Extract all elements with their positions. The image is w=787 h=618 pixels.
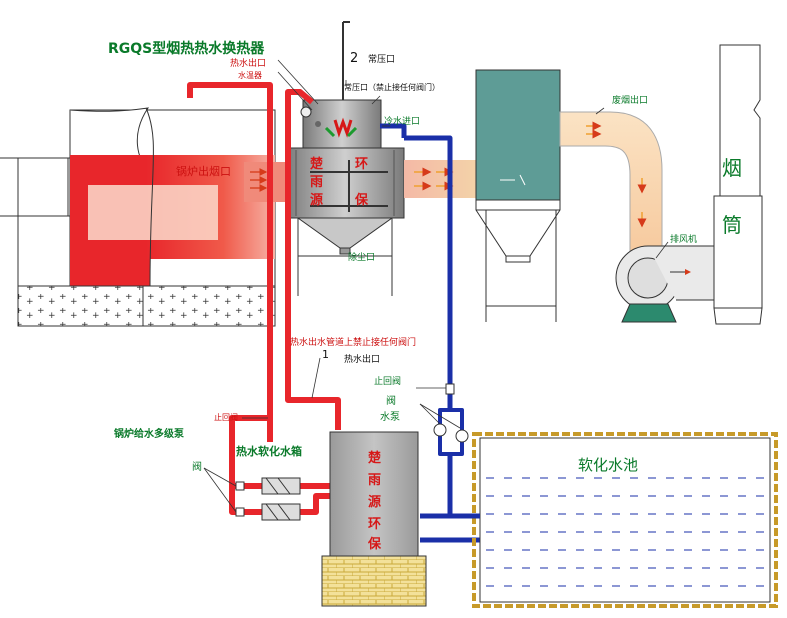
label-valve-left: 阀 — [192, 460, 202, 473]
label-check-valve-right: 止回阀 — [374, 375, 401, 387]
label-water-gauge: 水温器 — [238, 70, 262, 80]
label-pressure-warning: 常压口（禁止接任何阀门） — [344, 82, 440, 92]
chimney-char-1: 烟 — [722, 156, 742, 180]
chimney-label: 烟 筒 — [722, 156, 742, 237]
brand-hx-char-3: 源 — [310, 192, 323, 208]
exhaust-fan — [615, 245, 717, 323]
label-boiler-feed-pump: 锅炉给水多级泵 — [114, 427, 185, 440]
brand-tank-char-4: 环 — [368, 517, 381, 532]
label-check-valve-left: 止回阀 — [214, 412, 238, 422]
label-cold-water-in: 冷水进口 — [384, 115, 420, 127]
label-normal-pressure-port: 常压口 — [368, 53, 395, 65]
brand-tank-char-5: 保 — [367, 536, 382, 552]
label-hot-water-out-mid: 热水出口 — [344, 353, 380, 365]
label-water-pump: 水泵 — [380, 411, 400, 423]
heat-exchanger — [285, 99, 405, 296]
label-dust-out: 除尘口 — [348, 251, 375, 263]
brand-hx-char-5: 保 — [354, 192, 369, 208]
brand-tank-char-3: 源 — [368, 494, 381, 510]
boiler-feed-pumps — [235, 477, 301, 521]
chimney-char-2: 筒 — [722, 213, 742, 237]
flue-duct-mid — [404, 160, 476, 198]
boiler — [0, 107, 276, 327]
brand-hx-char-4: 环 — [355, 157, 368, 172]
label-fan: 排风机 — [670, 233, 697, 245]
soft-water-tank — [321, 431, 427, 607]
label-boiler-flue-out: 锅炉出烟口 — [176, 164, 231, 178]
exhaust-duct — [559, 111, 663, 271]
brand-tank-char-1: 楚 — [368, 450, 382, 466]
label-pipe-warning: 热水出水管道上禁止接任何阀门 — [290, 336, 416, 348]
brand-hx-char-2: 雨 — [310, 175, 323, 190]
label-marker-2: 2 — [350, 51, 358, 66]
dust-collector — [475, 69, 561, 322]
brand-tank: 楚 雨 源 环 保 — [367, 450, 382, 552]
label-exhaust-out: 废烟出口 — [612, 94, 648, 106]
label-marker-1: 1 — [322, 348, 329, 361]
label-soft-water-pool: 软化水池 — [578, 456, 638, 474]
soft-water-pool — [472, 432, 778, 608]
label-soft-water-tank: 热水软化水箱 — [236, 444, 302, 458]
brand-hx-char-1: 楚 — [310, 156, 324, 172]
flue-duct-in — [244, 162, 286, 202]
label-valve-right: 阀 — [386, 394, 396, 407]
brand-hx: 楚 雨 源 环 保 — [310, 156, 369, 208]
water-pumps — [433, 383, 469, 443]
flow-arrows-in — [250, 168, 268, 192]
brand-tank-char-2: 雨 — [368, 473, 381, 488]
diagram-title: RGQS型烟热热水换热器 — [108, 40, 265, 57]
label-hot-water-out-top: 热水出口 — [230, 57, 266, 69]
leader-lines — [203, 59, 669, 513]
hot-water-pipes — [187, 82, 341, 515]
chimney — [713, 44, 763, 325]
